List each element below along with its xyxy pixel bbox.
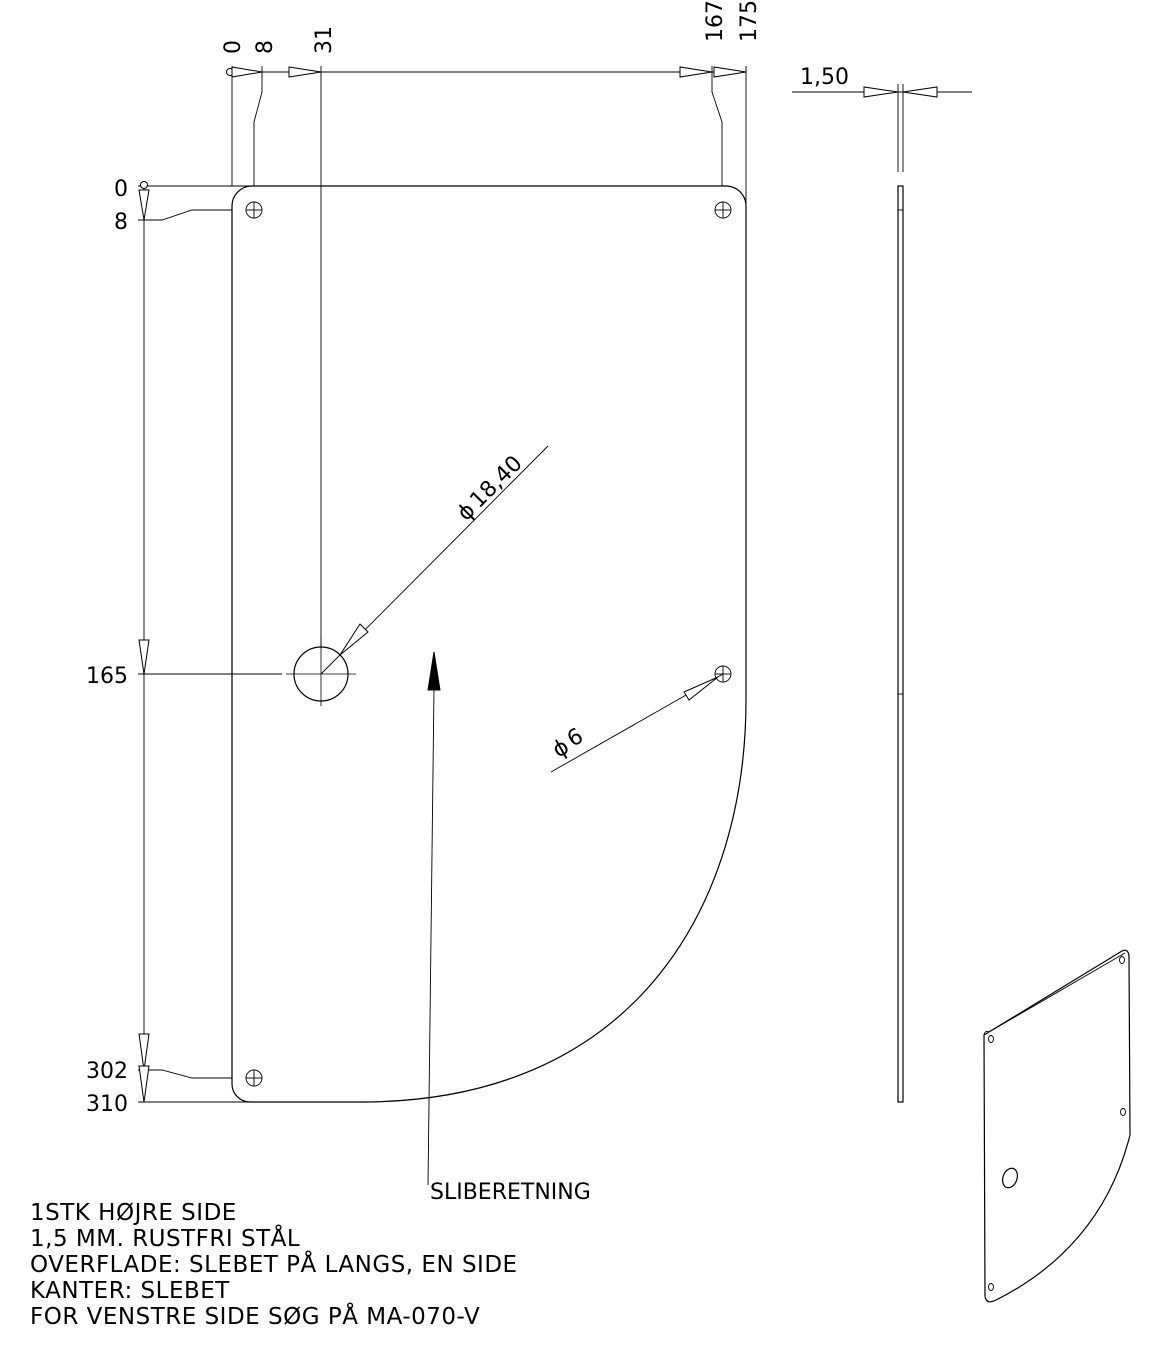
left-dimension-chain [138,181,282,1103]
mounting-hole-top-left [245,201,263,219]
top-dim-175: 175 [737,0,762,42]
left-dim-165: 165 [86,664,128,689]
grinding-direction-arrow [427,651,441,1186]
left-dim-8: 8 [114,210,128,235]
note-line-4: KANTER: SLEBET [30,1278,230,1304]
plate-side-view [792,84,972,1103]
top-dim-8: 8 [253,40,278,54]
note-line-5: FOR VENSTRE SIDE SØG PÅ MA-070-V [30,1302,480,1330]
plate-outline [231,185,747,1103]
drawing-notes: 1STK HØJRE SIDE 1,5 MM. RUSTFRI STÅL OVE… [30,1200,518,1330]
large-hole-leader [320,445,549,675]
note-line-3: OVERFLADE: SLEBET PÅ LANGS, EN SIDE [30,1250,518,1278]
top-dim-167: 167 [703,0,728,42]
large-hole-dim-label: ϕ 18,40 [453,451,528,526]
top-dimension-chain [226,66,747,646]
mounting-hole-bottom-left [245,1069,263,1087]
left-dim-302: 302 [86,1059,128,1084]
grinding-direction-label: SLIBERETNING [430,1180,591,1205]
left-dim-310: 310 [86,1092,128,1117]
note-line-2: 1,5 MM. RUSTFRI STÅL [30,1224,300,1252]
thickness-dim-label: 1,50 [800,65,849,90]
note-line-1: 1STK HØJRE SIDE [30,1200,237,1226]
plate-isometric-view [983,949,1131,1303]
plate-front-view [231,185,747,1103]
large-hole-diameter-value: 18,40 [465,451,527,513]
top-dim-31: 31 [312,26,337,54]
mounting-hole-top-right [714,201,732,219]
small-hole-leader [550,673,724,773]
left-dim-0: 0 [114,177,128,202]
large-hole [286,638,356,706]
top-dim-0: 0 [221,40,246,54]
small-hole-dim-label: ϕ 6 [549,724,588,763]
